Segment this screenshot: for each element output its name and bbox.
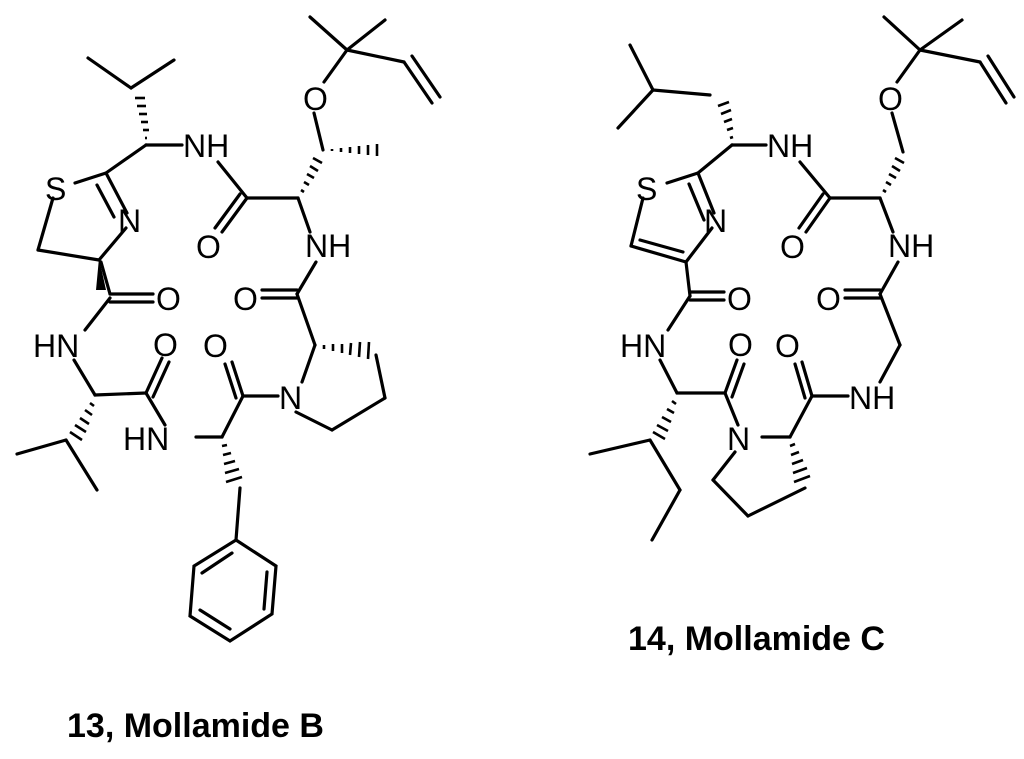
- atom-label: O: [878, 81, 903, 117]
- atom-label: O: [153, 327, 178, 363]
- structure-mollamide-c: S N NH O O NH O NH O HN O N O 14, Mollam…: [588, 15, 1016, 658]
- atom-label: N: [704, 203, 727, 239]
- atom-label: O: [196, 229, 221, 265]
- bonds-mollamide-b: [15, 15, 442, 643]
- caption-mollamide-b: 13, Mollamide B: [67, 707, 324, 745]
- atom-label: NH: [305, 228, 351, 264]
- atom-label: O: [727, 281, 752, 317]
- atom-label: HN: [123, 421, 169, 457]
- stereo-bonds-mollamide-b: [69, 96, 379, 484]
- atom-label: S: [45, 171, 66, 207]
- atom-label: N: [118, 203, 141, 239]
- atom-label: O: [203, 328, 228, 364]
- atom-label: NH: [183, 128, 229, 164]
- atom-labels-mollamide-b: S N NH O O NH O N O HN O HN O: [33, 81, 351, 457]
- atom-label: NH: [888, 228, 934, 264]
- atom-label: HN: [33, 328, 79, 364]
- atom-label: NH: [849, 380, 895, 416]
- atom-label: O: [233, 281, 258, 317]
- atom-label: O: [816, 281, 841, 317]
- atom-labels-mollamide-c: S N NH O O NH O NH O HN O N O: [620, 81, 934, 457]
- atom-label: O: [775, 328, 800, 364]
- atom-label: N: [279, 380, 302, 416]
- atom-label: O: [780, 229, 805, 265]
- stereo-bonds-mollamide-c: [652, 100, 905, 484]
- caption-mollamide-c: 14, Mollamide C: [628, 620, 885, 658]
- structure-mollamide-b: S N NH O O NH O N O HN O HN O 13, Mollam…: [15, 15, 442, 745]
- atom-label: N: [727, 421, 750, 457]
- atom-label: O: [156, 281, 181, 317]
- atom-label: O: [303, 81, 328, 117]
- atom-label: O: [728, 327, 753, 363]
- atom-label: HN: [620, 328, 666, 364]
- atom-label: S: [636, 171, 657, 207]
- atom-label: NH: [767, 128, 813, 164]
- bonds-mollamide-c: [588, 15, 1016, 542]
